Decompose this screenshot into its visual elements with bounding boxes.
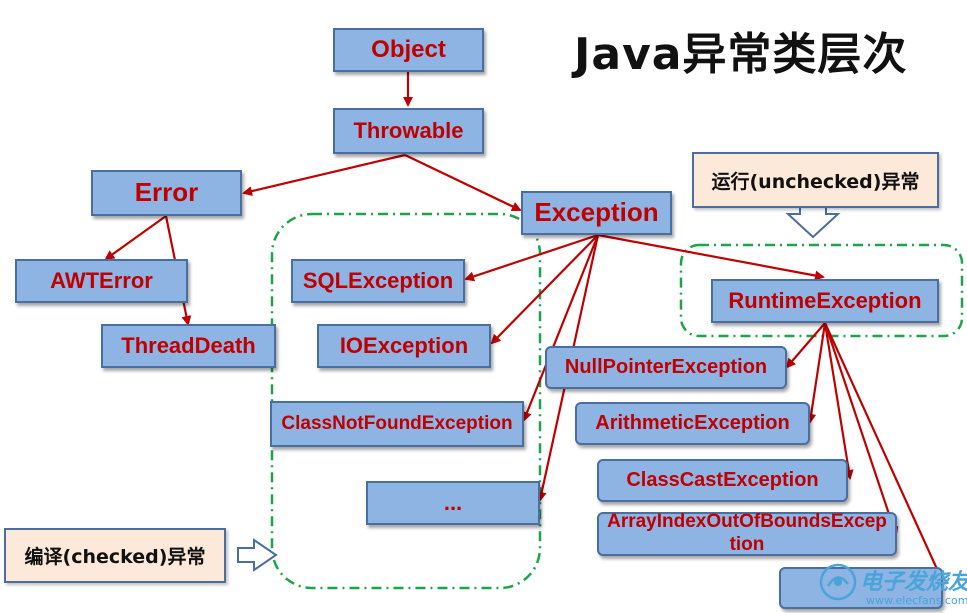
unchecked-exception-group — [679, 243, 964, 338]
node-exception: Exception — [521, 191, 672, 235]
arrow-runtime-arithmetic — [806, 322, 827, 424]
diagram-title: Java异常类层次 — [574, 29, 908, 80]
node-ellipsis: ... — [366, 481, 540, 525]
arrow-exception-io — [490, 234, 599, 345]
node-arithmeticexception: ArithmeticException — [575, 402, 810, 445]
elecfans-logo-icon — [819, 563, 857, 601]
node-ioexception: IOException — [317, 324, 491, 368]
callout-unchecked: 运行(unchecked)异常 — [692, 152, 939, 208]
node-threaddeath: ThreadDeath — [101, 324, 276, 368]
callout-down-arrow — [785, 206, 841, 239]
arrow-error-awterror — [104, 215, 167, 261]
node-arrayindexoutofboundsexception: ArrayIndexOutOfBoundsException — [597, 511, 897, 556]
node-runtimeexception: RuntimeException — [711, 279, 939, 323]
node-nullpointerexception: NullPointerException — [545, 346, 787, 389]
node-object: Object — [333, 28, 484, 72]
node-throwable: Throwable — [333, 108, 484, 154]
arrow-runtime-nullpointer — [785, 322, 826, 369]
node-sqlexception: SQLException — [291, 259, 465, 303]
node-awterror: AWTError — [15, 259, 188, 303]
callout-checked: 编译(checked)异常 — [4, 528, 226, 583]
watermark-logo-text: 电子发烧友 — [860, 570, 967, 595]
node-classcastexception: ClassCastException — [597, 459, 848, 502]
arrow-throwable-exception — [404, 154, 522, 212]
arrow-runtime-arrayindex — [823, 322, 899, 537]
arrow-runtime-classcast — [823, 322, 854, 480]
arrow-exception-runtime — [597, 233, 825, 281]
arrow-throwable-error — [242, 153, 406, 197]
arrow-runtime-empty — [823, 322, 944, 582]
watermark-url: www.elecfans.com — [866, 594, 967, 607]
node-error: Error — [91, 170, 242, 216]
callout-right-arrow — [237, 538, 278, 572]
arrow-exception-sql — [464, 233, 599, 282]
node-empty — [779, 567, 943, 609]
node-classnotfoundexception: ClassNotFoundException — [270, 401, 524, 447]
arrow-exception-classnotfound — [522, 234, 600, 422]
